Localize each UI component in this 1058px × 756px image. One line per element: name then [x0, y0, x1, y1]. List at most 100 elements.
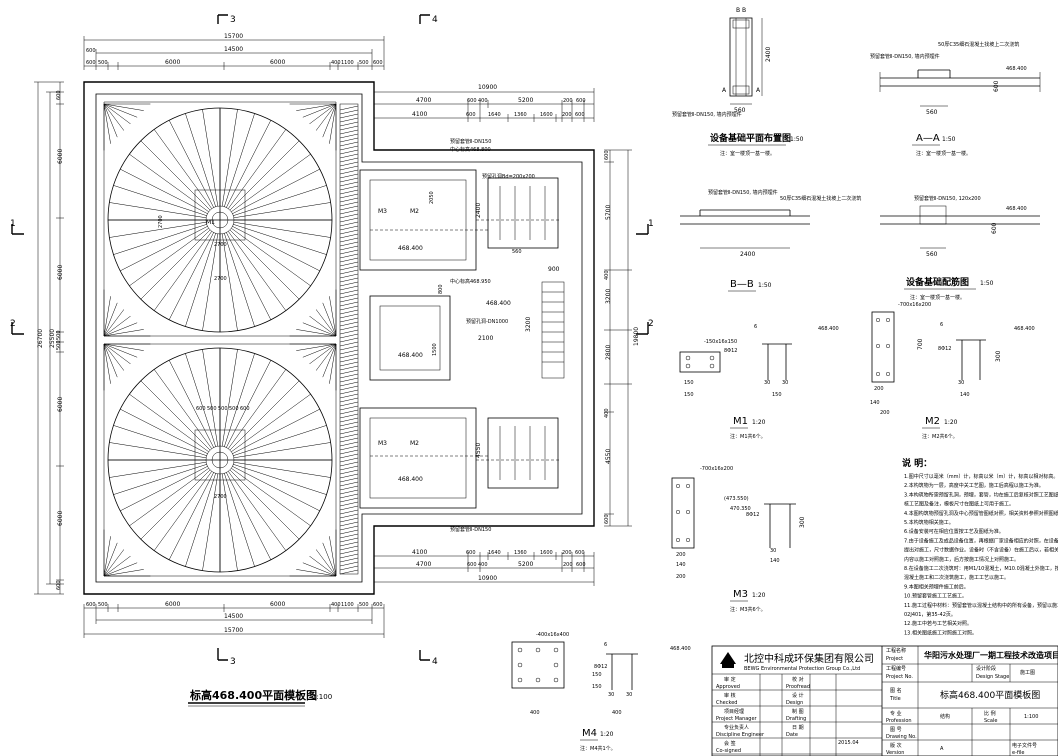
svg-text:400: 400 [331, 60, 341, 66]
svg-text:30: 30 [770, 548, 776, 554]
svg-text:预留套管Ⅱ-DN150, 墙内预埋件: 预留套管Ⅱ-DN150, 墙内预埋件 [708, 189, 778, 196]
svg-text:600: 600 [373, 602, 383, 608]
tank-center-dims: 2700 2700 600 500 500 500 600 2700 [194, 189, 250, 500]
svg-text:设备基础配筋图: 设备基础配筋图 [906, 276, 969, 288]
svg-text:300: 300 [799, 516, 806, 528]
svg-text:6: 6 [604, 642, 607, 648]
svg-text:注：室一楼顶一基一楼。: 注：室一楼顶一基一楼。 [910, 294, 965, 301]
role-label: 会 签 [724, 740, 736, 747]
dim-left: 26700 25500 600 6000 6000 6000 6000 500 … [34, 81, 64, 595]
svg-text:注：室一楼顶一基一楼。: 注：室一楼顶一基一楼。 [720, 150, 775, 157]
svg-text:600: 600 [86, 602, 96, 608]
svg-text:BEWG Environmental Protection: BEWG Environmental Protection Group Co.,… [744, 666, 860, 672]
role-label-en: Drafting [786, 716, 806, 722]
svg-text:6: 6 [754, 324, 757, 330]
svg-text:19800: 19800 [633, 327, 640, 346]
svg-text:150: 150 [592, 672, 602, 678]
role-label-en: Approved [716, 684, 740, 690]
svg-text:中心标高468.800: 中心标高468.800 [450, 146, 491, 153]
note-item: 7.由于设备施工及成品设备位置，再根据厂家设备相应的对照，在设备基础的尺寸， [904, 537, 1058, 544]
svg-text:400: 400 [612, 710, 622, 716]
svg-text:e-file: e-file [1012, 750, 1025, 756]
svg-text:华阳污水处理厂一期工程技术改造项目: 华阳污水处理厂一期工程技术改造项目 [924, 650, 1058, 660]
svg-text:A: A [756, 87, 761, 94]
svg-text:M3: M3 [378, 208, 387, 215]
role-label-en: Proofread [786, 684, 810, 690]
svg-text:500: 500 [98, 60, 108, 66]
svg-text:15700: 15700 [224, 627, 243, 634]
svg-text:200: 200 [874, 386, 884, 392]
plan-labels: M3 M2 M3 M2 M1 468.400 468.400 468.400 4… [158, 138, 560, 533]
svg-text:600: 600 [466, 550, 476, 556]
role-label: 审 核 [724, 692, 736, 699]
svg-text:8Φ12: 8Φ12 [938, 346, 951, 352]
dim-bottom: 600 500 6000 6000 400 1100 500 600 14500… [83, 601, 385, 638]
svg-text:30: 30 [782, 380, 788, 386]
svg-text:200: 200 [676, 574, 686, 580]
svg-text:560: 560 [734, 107, 746, 114]
svg-text:468.400: 468.400 [398, 352, 423, 359]
svg-text:图 号: 图 号 [890, 727, 902, 733]
svg-text:200: 200 [563, 562, 573, 568]
svg-text:工程编号: 工程编号 [886, 665, 906, 672]
hatched-wall [339, 103, 359, 575]
svg-text:注：M3共6个。: 注：M3共6个。 [730, 606, 766, 613]
note-item: 2.本构筑物为一层，高度中关工艺图，施工后高程以施工为准。 [904, 482, 1044, 489]
svg-text:6000: 6000 [165, 59, 180, 66]
role-label-en: Checked [716, 700, 737, 706]
svg-text:Design Stage: Design Stage [976, 674, 1009, 680]
svg-text:1640: 1640 [488, 550, 501, 556]
svg-text:6000: 6000 [270, 59, 285, 66]
svg-text:M2: M2 [410, 440, 419, 447]
note-item: 5.本构筑物相关施工。 [904, 519, 954, 526]
svg-text:M1: M1 [206, 219, 215, 226]
svg-text:中心标高468.950: 中心标高468.950 [450, 278, 491, 285]
svg-text:8Φ12: 8Φ12 [594, 664, 607, 670]
svg-text:600: 600 [993, 80, 1000, 92]
svg-text:2700: 2700 [214, 242, 227, 248]
svg-text:600: 600 [576, 98, 586, 104]
svg-text:500: 500 [207, 406, 217, 412]
svg-text:注：M2共6个。: 注：M2共6个。 [922, 433, 958, 440]
svg-text:4100: 4100 [412, 549, 427, 556]
svg-text:设计阶段: 设计阶段 [976, 665, 996, 672]
svg-text:600: 600 [56, 580, 62, 590]
svg-text:电子文件号: 电子文件号 [1012, 742, 1037, 749]
role-label: 日 期 [792, 725, 804, 731]
svg-text:468.400: 468.400 [1006, 206, 1027, 212]
note-item: 6.设备安装可在相应位置按工艺及图纸为准。 [904, 528, 1004, 535]
svg-text:400: 400 [478, 562, 488, 568]
svg-text:30: 30 [764, 380, 770, 386]
svg-text:Scale: Scale [984, 718, 997, 724]
svg-text:30: 30 [608, 692, 614, 698]
svg-text:1:20: 1:20 [752, 592, 766, 599]
svg-text:1:20: 1:20 [752, 419, 766, 426]
note-item: 内容以施工对照施工，后方按施工情况上对照施工。 [904, 556, 1019, 563]
role-label: 审 定 [724, 676, 736, 683]
svg-text:施工图: 施工图 [1020, 669, 1035, 676]
note-item: 02J401，第35-42页。 [904, 611, 956, 618]
svg-text:2050: 2050 [429, 191, 435, 204]
role-label: 专业负责人 [724, 724, 749, 731]
svg-text:150: 150 [684, 380, 694, 386]
svg-text:A: A [722, 87, 727, 94]
svg-text:468.400: 468.400 [398, 476, 423, 483]
svg-text:注：M4共1个。: 注：M4共1个。 [580, 745, 616, 752]
equip-title: 设备基础配筋图 1:50 注：室一楼顶一基一楼。 [904, 276, 994, 301]
svg-text:560: 560 [926, 251, 938, 258]
svg-text:200: 200 [562, 112, 572, 118]
note-item: 提出对施工，尺寸数据作业。设备时（不含设备）在施工后以，若相关情况，本设计 [904, 547, 1058, 554]
role-label-en: Project Manager [716, 716, 758, 722]
svg-text:1:100: 1:100 [1024, 714, 1038, 720]
svg-text:500: 500 [218, 406, 228, 412]
svg-text:800: 800 [438, 284, 444, 294]
note-item: 9.本图相关预埋件施工前后。 [904, 583, 969, 590]
annex-dim-top: 10900 4700 600 400 5200 200 600 4100 600… [373, 84, 595, 122]
svg-text:3200: 3200 [525, 317, 532, 332]
svg-text:200: 200 [562, 550, 572, 556]
svg-text:200: 200 [563, 98, 573, 104]
svg-text:A: A [940, 746, 944, 752]
svg-text:4100: 4100 [412, 111, 427, 118]
note-item: 混凝土施工和二次浇筑施工，施工工艺以施工。 [904, 574, 1009, 581]
